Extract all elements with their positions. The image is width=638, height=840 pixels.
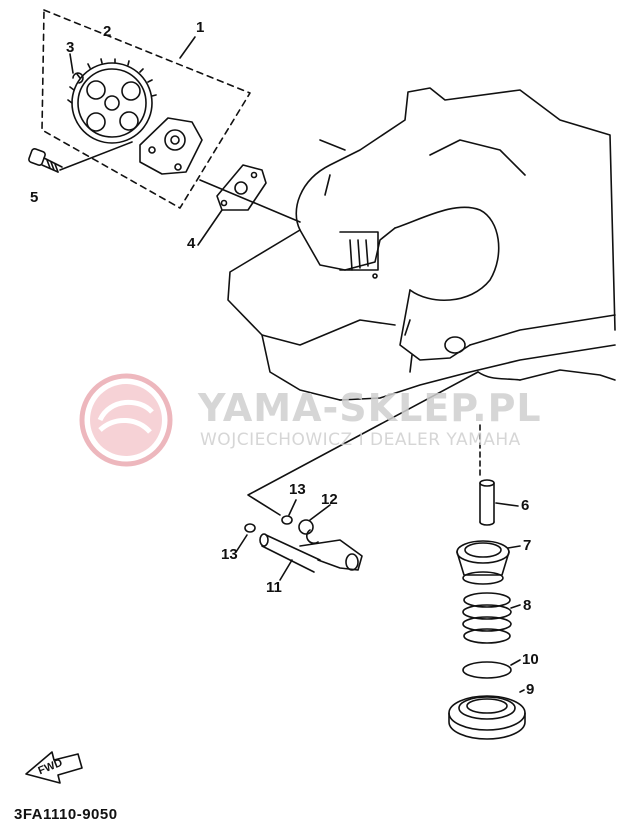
callout-2: 2 [103,23,112,40]
pipe [479,479,495,526]
callout-5: 5 [30,189,39,206]
gasket [216,164,267,211]
drain-o-ring [462,661,512,679]
diagram-code: 3FA1110-9050 [14,806,118,823]
callout-10: 10 [522,651,539,668]
bolt [28,148,63,173]
o-ring-upper [281,515,293,525]
callout-1: 1 [196,19,205,36]
delivery-pipe [259,529,363,573]
crankcase-outline [227,87,616,401]
callout-7: 7 [523,537,532,554]
callout-9: 9 [526,681,535,698]
callout-13-upper: 13 [289,481,306,498]
drain-plug [448,695,526,740]
callout-4: 4 [187,235,196,252]
circlip [72,72,84,84]
group-box-outline [41,9,251,209]
callout-13-lower: 13 [221,546,238,563]
fwd-arrow-icon [25,751,83,784]
callout-6: 6 [521,497,530,514]
o-ring-lower [244,523,256,533]
oil-pump-gear [67,58,157,144]
callout-11: 11 [266,579,282,596]
callout-3: 3 [66,39,75,56]
washer [298,519,314,535]
callout-8: 8 [523,597,532,614]
spring [462,592,512,644]
callout-12: 12 [321,491,338,508]
oil-pump-body [139,117,203,175]
watermark-logo [79,373,173,467]
strainer-cap [456,540,510,585]
